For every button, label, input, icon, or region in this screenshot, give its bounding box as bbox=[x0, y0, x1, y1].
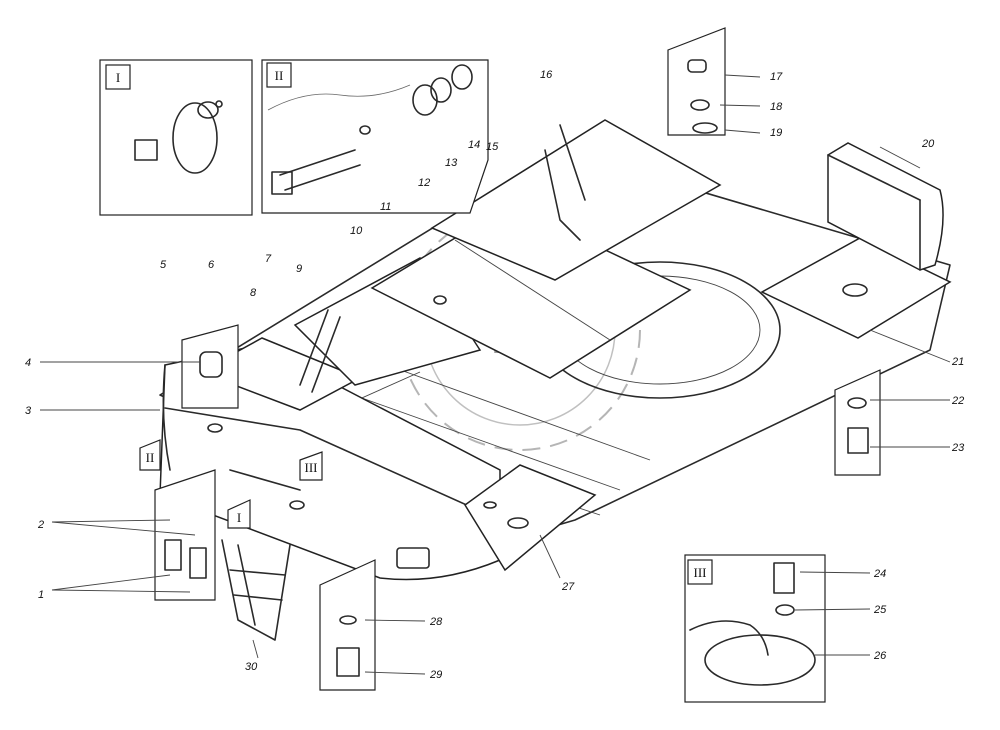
callout-19: 19 bbox=[770, 127, 782, 139]
seat-base-plate-21 bbox=[760, 237, 952, 339]
callout-2: 2 bbox=[37, 519, 44, 531]
detail-frame-28-29 bbox=[319, 559, 376, 691]
callout-13: 13 bbox=[445, 157, 458, 169]
detail-view-III: III bbox=[684, 554, 826, 703]
callout-9: 9 bbox=[296, 263, 302, 275]
callout-17: 17 bbox=[770, 71, 783, 83]
callout-4: 4 bbox=[25, 357, 31, 369]
detail-frame-22-23 bbox=[834, 369, 881, 476]
callout-25: 25 bbox=[873, 604, 887, 616]
pipe-9 bbox=[299, 309, 341, 393]
callout-6: 6 bbox=[208, 259, 215, 271]
callout-16: 16 bbox=[540, 69, 553, 81]
callout-20: 20 bbox=[921, 138, 935, 150]
callout-11: 11 bbox=[380, 201, 391, 213]
callout-18: 18 bbox=[770, 101, 783, 113]
detail-view-I: I bbox=[99, 59, 253, 216]
marker-III: III bbox=[305, 460, 318, 475]
callout-8: 8 bbox=[250, 287, 257, 299]
detail-view-II: II bbox=[261, 59, 489, 214]
callout-22: 22 bbox=[951, 395, 964, 407]
callout-5: 5 bbox=[160, 259, 167, 271]
callout-15: 15 bbox=[486, 141, 499, 153]
callout-12: 12 bbox=[418, 177, 430, 189]
detail-label-II: II bbox=[275, 68, 284, 83]
callout-7: 7 bbox=[265, 253, 272, 265]
callout-14: 14 bbox=[468, 139, 480, 151]
step-ladder-30 bbox=[221, 539, 291, 641]
callout-10: 10 bbox=[350, 225, 363, 237]
callout-30: 30 bbox=[245, 661, 258, 673]
cabin-floor-plate-15 bbox=[430, 119, 722, 281]
marker-I: I bbox=[237, 510, 241, 525]
detail-frame-17-19 bbox=[667, 27, 726, 136]
callout-1: 1 bbox=[38, 589, 44, 601]
callout-21: 21 bbox=[951, 356, 964, 368]
detail-label-III: III bbox=[694, 565, 707, 580]
callout-26: 26 bbox=[873, 650, 887, 662]
marker-II: II bbox=[146, 450, 155, 465]
callout-23: 23 bbox=[951, 442, 965, 454]
cover-box-20 bbox=[827, 142, 944, 271]
detail-frame-4 bbox=[181, 324, 239, 409]
rear-plate-27 bbox=[463, 464, 597, 572]
callout-27: 27 bbox=[561, 581, 575, 593]
callout-28: 28 bbox=[429, 616, 443, 628]
leader-lines bbox=[40, 74, 951, 675]
detail-frame-1-2 bbox=[154, 469, 216, 601]
detail-label-I: I bbox=[116, 70, 120, 85]
callout-24: 24 bbox=[873, 568, 886, 580]
callout-29: 29 bbox=[429, 669, 442, 681]
callout-3: 3 bbox=[25, 405, 32, 417]
view-markers: II I III bbox=[139, 439, 323, 529]
callout-numbers: 1 2 3 4 5 6 7 8 9 10 11 12 13 14 15 16 1… bbox=[25, 69, 965, 681]
